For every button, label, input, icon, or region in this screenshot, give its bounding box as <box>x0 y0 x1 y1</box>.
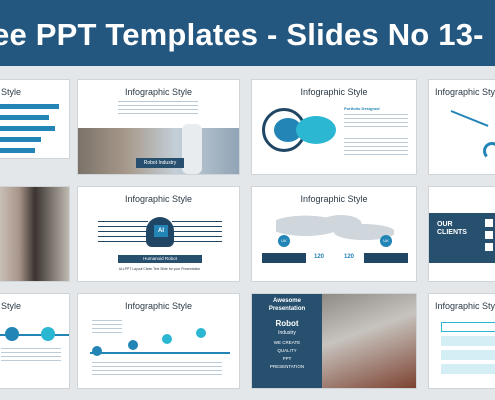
title-line-1: Awesome <box>273 298 301 304</box>
info-box-left <box>262 253 306 263</box>
title-line-3: Robot <box>275 319 299 328</box>
humanoid-robot-caption: Humanoid Robot <box>118 255 202 263</box>
client-icon <box>485 243 493 251</box>
title-line-2: Presentation <box>268 306 306 312</box>
people-photo <box>0 187 69 281</box>
body-text-placeholder <box>344 114 408 128</box>
timeline-line <box>0 334 69 336</box>
slide-title: Style <box>1 87 22 97</box>
list-box <box>441 322 495 332</box>
clients-heading: OUR CLIENTS <box>437 221 467 236</box>
progress-bar <box>0 148 35 153</box>
portfolio-heading: Portfolio Designed <box>344 106 380 111</box>
slide-title: Infographic Style <box>300 194 368 204</box>
slide-thumb-r1c4[interactable]: Infographic Style <box>428 79 495 175</box>
robot-arm-shape <box>182 124 202 174</box>
body-text-placeholder <box>118 101 198 115</box>
slide-title: Infographic Style <box>435 87 495 97</box>
timeline-line <box>90 352 230 354</box>
connector-line <box>450 110 489 127</box>
body-text-placeholder <box>92 320 122 334</box>
ring-shape <box>483 142 495 160</box>
timeline-node <box>5 327 19 341</box>
slide-thumb-r2c2[interactable]: Infographic Style AI Humanoid Robot ALLP… <box>77 186 240 282</box>
world-map <box>276 209 394 251</box>
list-box <box>441 364 495 374</box>
slide-title: Infographic Style <box>435 301 495 311</box>
body-text-placeholder <box>344 138 408 158</box>
caption-box: Robot Industry <box>136 158 184 168</box>
slide-thumbnail-grid: Style Infographic Style Robot Industry I… <box>0 73 495 400</box>
body-text-placeholder <box>1 348 61 364</box>
list-box <box>441 336 495 346</box>
progress-bar <box>0 104 59 109</box>
banner-title: ee PPT Templates - Slides No 13- <box>0 17 484 52</box>
body-text-placeholder <box>92 362 222 378</box>
progress-bar <box>0 115 49 120</box>
title-line-8: PRESENTATION <box>269 364 305 369</box>
timeline-node <box>41 327 55 341</box>
slide-thumb-r2c1[interactable] <box>0 186 70 282</box>
slide-title: Style <box>1 301 22 311</box>
timeline-node <box>196 328 206 338</box>
title-banner: ee PPT Templates - Slides No 13- <box>0 0 495 66</box>
slide-thumb-r1c3[interactable]: Infographic Style Portfolio Designed <box>251 79 417 175</box>
ai-badge: AI <box>154 225 168 237</box>
stat-number-2: 120 <box>344 254 355 260</box>
info-box-right <box>364 253 408 263</box>
subcaption: ALLPPT Layout Clean Text Slide for your … <box>118 267 201 271</box>
circuit-lines-left <box>98 221 148 243</box>
slide-thumb-r3c4[interactable]: Infographic Style <box>428 293 495 389</box>
robot-photo <box>322 294 416 388</box>
slide-title: Infographic Style <box>124 301 193 311</box>
slide-thumb-r3c3[interactable]: Awesome Presentation Robot Industry WE C… <box>251 293 417 389</box>
title-line-4: Industry <box>278 330 296 336</box>
stat-number-1: 120 <box>314 254 325 260</box>
list-box <box>441 350 495 360</box>
slide-thumb-r3c1[interactable]: Style <box>0 293 70 389</box>
speech-bubble-light <box>296 116 336 144</box>
progress-bar <box>0 126 55 131</box>
client-icon <box>485 219 493 227</box>
slide-title: Infographic Style <box>124 87 193 97</box>
client-icon <box>485 231 493 239</box>
slide-thumb-r2c3[interactable]: Infographic Style UK UK 120 120 <box>251 186 417 282</box>
slide-thumb-r1c2[interactable]: Infographic Style Robot Industry <box>77 79 240 175</box>
slide-thumb-r1c1[interactable]: Style <box>0 79 70 159</box>
timeline-node <box>162 334 172 344</box>
text-panel <box>252 294 322 388</box>
timeline-node <box>92 346 102 356</box>
clients-panel <box>429 213 495 263</box>
title-line-5: WE CREATE <box>273 340 301 345</box>
slide-title: Infographic Style <box>124 194 193 204</box>
circuit-lines-right <box>172 221 222 243</box>
slide-thumb-r2c4[interactable]: OUR CLIENTS <box>428 186 495 282</box>
title-line-6: QUALITY <box>277 348 297 353</box>
progress-bar <box>0 137 41 142</box>
location-marker-left: UK <box>278 235 290 247</box>
location-marker-right: UK <box>380 235 392 247</box>
title-line-7: PPT <box>282 356 292 361</box>
timeline-node <box>128 340 138 350</box>
slide-title: Infographic Style <box>300 87 368 97</box>
slide-thumb-r3c2[interactable]: Infographic Style <box>77 293 240 389</box>
